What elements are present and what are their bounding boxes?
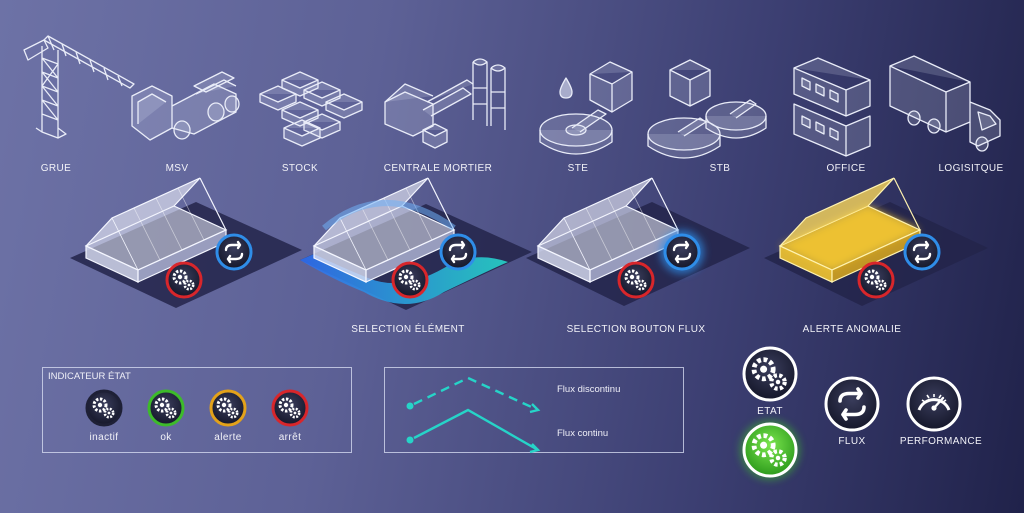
flux-continu-label: Flux continu	[557, 428, 609, 439]
office-label: OFFICE	[826, 163, 866, 174]
flux-discontinu-label: Flux discontinu	[557, 384, 621, 395]
etat-button-active[interactable]	[740, 420, 800, 480]
performance-button[interactable]	[906, 376, 962, 432]
crane-icon[interactable]	[18, 28, 135, 139]
state-button-arret[interactable]	[857, 261, 895, 299]
grue-label: GRUE	[40, 163, 72, 174]
indicator-arret-label: arrêt	[278, 432, 302, 443]
state-button-arret[interactable]	[165, 261, 203, 299]
flux-continu-line	[406, 408, 541, 454]
stock-icon[interactable]	[256, 66, 366, 156]
selection-element-label: SELECTION ÉLÉMENT	[351, 324, 465, 335]
building-scene-selection-element[interactable]	[294, 177, 534, 328]
etat-button[interactable]	[742, 346, 798, 402]
ste-icon[interactable]	[536, 54, 646, 164]
flux-button-selected[interactable]	[660, 230, 704, 274]
indicateur-title: INDICATEUR ÉTAT	[48, 371, 131, 382]
etat-label: ETAT	[757, 406, 783, 417]
indicateur-etat-panel: INDICATEUR ÉTAT	[42, 367, 352, 453]
stock-label: STOCK	[281, 163, 319, 174]
alerte-anomalie-label: ALERTE ANOMALIE	[802, 324, 902, 335]
flux-discontinu-line	[406, 376, 541, 414]
stb-icon[interactable]	[644, 54, 774, 164]
ste-label: STE	[567, 163, 589, 174]
indicator-inactif	[85, 389, 123, 427]
selection-bouton-flux-label: SELECTION BOUTON FLUX	[566, 324, 706, 335]
flux-large-button[interactable]	[824, 376, 880, 432]
truck-icon[interactable]	[886, 52, 1006, 152]
indicator-alerte-label: alerte	[214, 432, 242, 443]
flux-button[interactable]	[215, 233, 253, 271]
building-scene-alerte[interactable]	[760, 177, 1000, 328]
flux-button[interactable]	[439, 233, 477, 271]
indicator-inactif-label: inactif	[89, 432, 119, 443]
building-scene-selection-flux[interactable]	[518, 177, 758, 328]
indicator-ok-label: ok	[160, 432, 172, 443]
office-icon[interactable]	[792, 54, 882, 164]
large-buttons	[740, 346, 962, 480]
flux-label: FLUX	[838, 436, 866, 447]
flux-legend-lines	[406, 376, 541, 454]
mortar-plant-icon[interactable]	[383, 52, 523, 152]
indicator-ok	[147, 389, 185, 427]
msv-label: MSV	[165, 163, 189, 174]
flux-legend-panel	[384, 367, 684, 453]
logistique-label: LOGISITQUE	[938, 163, 1004, 174]
indicator-icons	[85, 389, 309, 427]
flux-button[interactable]	[903, 233, 941, 271]
state-button-arret[interactable]	[617, 261, 655, 299]
gauge-icon	[917, 394, 951, 411]
indicator-arret	[271, 389, 309, 427]
centrale-mortier-label: CENTRALE MORTIER	[383, 163, 493, 174]
msv-vehicle-icon[interactable]	[124, 66, 244, 156]
state-button-arret[interactable]	[391, 261, 429, 299]
performance-label: PERFORMANCE	[899, 436, 983, 447]
building-scene-normal[interactable]	[66, 177, 306, 328]
stb-label: STB	[709, 163, 731, 174]
indicator-alerte	[209, 389, 247, 427]
